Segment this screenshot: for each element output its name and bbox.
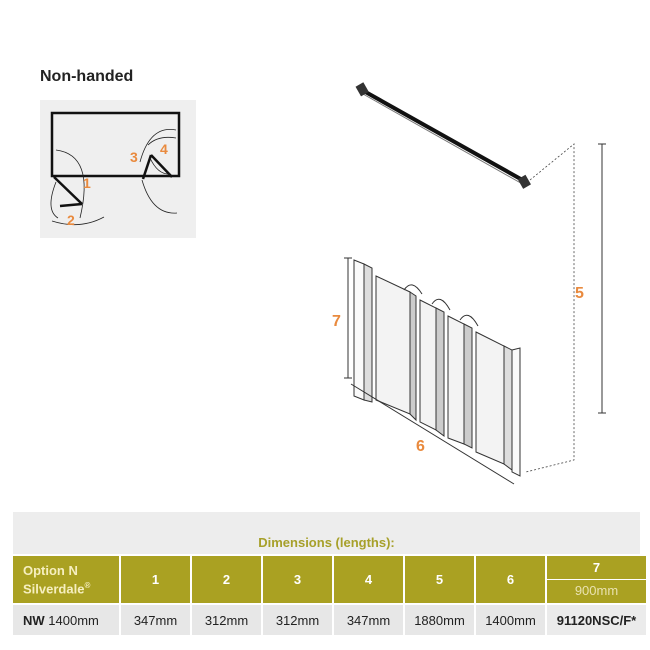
col-header-3: 3 xyxy=(263,554,332,603)
col-header-7: 7 900mm xyxy=(547,554,646,603)
dim-label-7: 7 xyxy=(332,313,341,330)
table-row: NW 1400mm 347mm 312mm 312mm 347mm 1880mm… xyxy=(13,603,646,635)
option-label: Option N xyxy=(23,562,78,578)
door-swing-diagram: 1 2 3 4 xyxy=(50,111,181,228)
col-header-4: 4 xyxy=(334,554,403,603)
nw-value: 1400mm xyxy=(48,612,99,628)
plan-title: Non-handed xyxy=(40,68,134,85)
support-bar xyxy=(355,82,531,189)
cell-5: 1880mm xyxy=(405,603,474,635)
plan-label-3: 3 xyxy=(130,149,138,165)
header-row: Option N Silverdale® 1 2 3 4 5 6 7 900mm xyxy=(13,554,646,603)
dimensions-table: Dimensions (lengths): Option N Silverdal… xyxy=(13,512,646,635)
folding-door-panels xyxy=(353,259,521,477)
col-header-1: 1 xyxy=(121,554,190,603)
col7-value: 900mm xyxy=(574,583,619,598)
dim-label-6: 6 xyxy=(416,438,425,455)
col-header-2: 2 xyxy=(192,554,261,603)
option-header: Option N Silverdale® xyxy=(13,554,119,603)
col-header-6: 6 xyxy=(476,554,545,603)
col-header-5: 5 xyxy=(405,554,474,603)
registered-mark: ® xyxy=(84,580,91,590)
cell-1: 347mm xyxy=(121,603,190,635)
table-caption: Dimensions (lengths): xyxy=(13,512,640,554)
cell-3: 312mm xyxy=(263,603,332,635)
col7-label: 7 xyxy=(547,556,646,580)
nw-cell: NW 1400mm xyxy=(13,603,119,635)
plan-label-1: 1 xyxy=(83,175,91,191)
door-swing-plan: 1 2 3 4 xyxy=(40,100,196,238)
model-label: Silverdale xyxy=(23,581,85,597)
nw-label: NW xyxy=(23,612,45,628)
dim-label-5: 5 xyxy=(575,285,584,302)
cell-4: 347mm xyxy=(334,603,403,635)
plan-label-2: 2 xyxy=(67,212,75,228)
cell-6: 1400mm xyxy=(476,603,545,635)
isometric-assembly: 5 7 6 xyxy=(332,82,606,485)
plan-label-4: 4 xyxy=(160,141,168,157)
cell-2: 312mm xyxy=(192,603,261,635)
product-code: 91120NSC/F* xyxy=(547,603,646,635)
